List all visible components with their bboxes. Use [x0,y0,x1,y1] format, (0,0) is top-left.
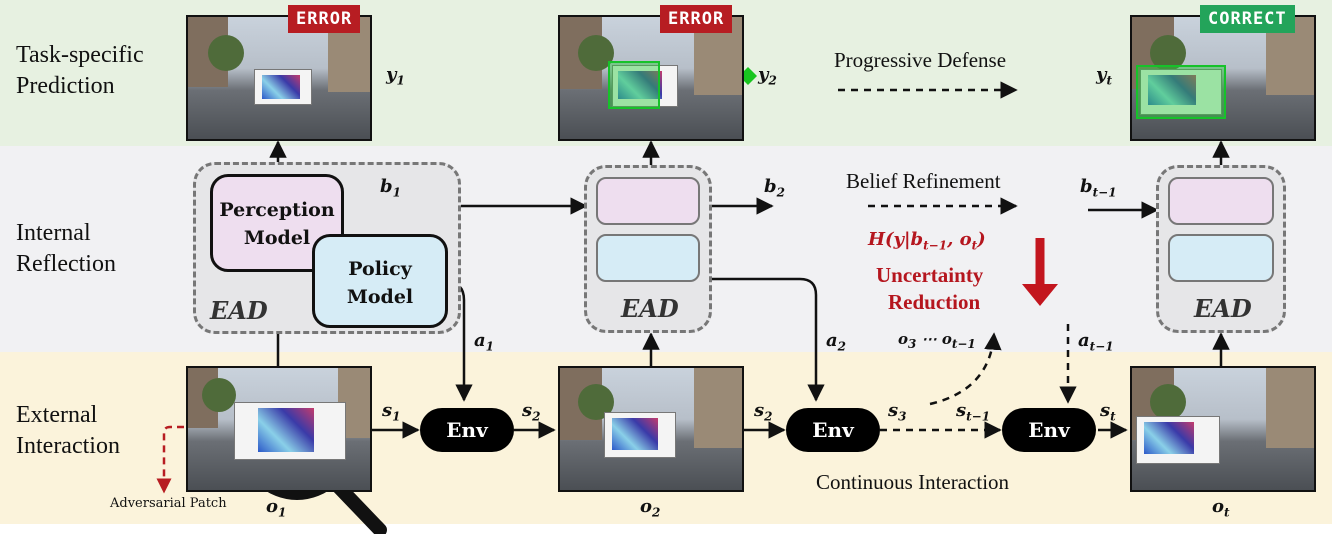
prediction-frame-3 [1130,15,1316,141]
link-adversarial-patch [156,425,256,494]
reduction-label: Reduction [888,290,981,314]
a1-label: a1 [474,330,495,354]
observation-frame-2 [558,366,744,492]
link-a2 [712,277,825,402]
prediction-frame-2 [558,15,744,141]
ead2-perception-block [596,177,700,225]
ead-label-2: EAD [621,294,679,323]
env-node-2: Env [786,408,880,452]
s3-label: s3 [888,400,907,424]
btm1-label: bt−1 [1080,176,1117,200]
ot-label: ot [1212,496,1230,520]
entropy-expression: H(y|bt−1, ot) [868,229,986,253]
ead3-perception-block [1168,177,1274,225]
b1-label: b1 [380,176,401,200]
o2-label: o2 [640,496,661,520]
row-label-reflection: Internal Reflection [16,220,116,277]
continuous-interaction-label: Continuous Interaction [816,470,1010,494]
ead-label-1: EAD [210,296,268,325]
env-node-1: Env [420,408,514,452]
adversarial-patch-label: Adversarial Patch [110,496,227,511]
correct-badge: CORRECT [1200,5,1295,33]
yt-label: yt [1096,64,1113,88]
s2-label-b: s2 [754,400,773,424]
y2-label: y2 [758,64,777,88]
ead-label-3: EAD [1194,294,1252,323]
error-badge-2: ERROR [660,5,733,33]
progressive-defense-label: Progressive Defense [834,48,1007,72]
observation-frame-3 [1130,366,1316,492]
o1-label: o1 [266,496,287,520]
belief-refinement-label: Belief Refinement [846,169,1001,193]
prediction-frame-1 [186,15,372,141]
error-badge-1: ERROR [288,5,361,33]
st-label: st [1100,400,1116,424]
link-observation-dashed [929,332,1002,406]
a2-label: a2 [826,330,847,354]
row-label-interaction: External Interaction [16,402,120,459]
uncertainty-label: Uncertainty [876,263,984,287]
o3-to-otm1-label: o3 ⋯ ot−1 [898,330,976,351]
ead3-policy-block [1168,234,1274,282]
b2-label: b2 [764,176,785,200]
observation-frame-1 [186,366,372,492]
env-node-3: Env [1002,408,1096,452]
y1-label: y1 [386,64,405,88]
s2-label-a: s2 [522,400,541,424]
stm1-label: st−1 [956,400,991,424]
s1-label: s1 [382,400,401,424]
ead2-policy-block [596,234,700,282]
uncertainty-arrowhead [1022,284,1058,306]
atm1-label: at−1 [1078,330,1114,354]
row-label-prediction: Task-specific Prediction [16,42,144,99]
